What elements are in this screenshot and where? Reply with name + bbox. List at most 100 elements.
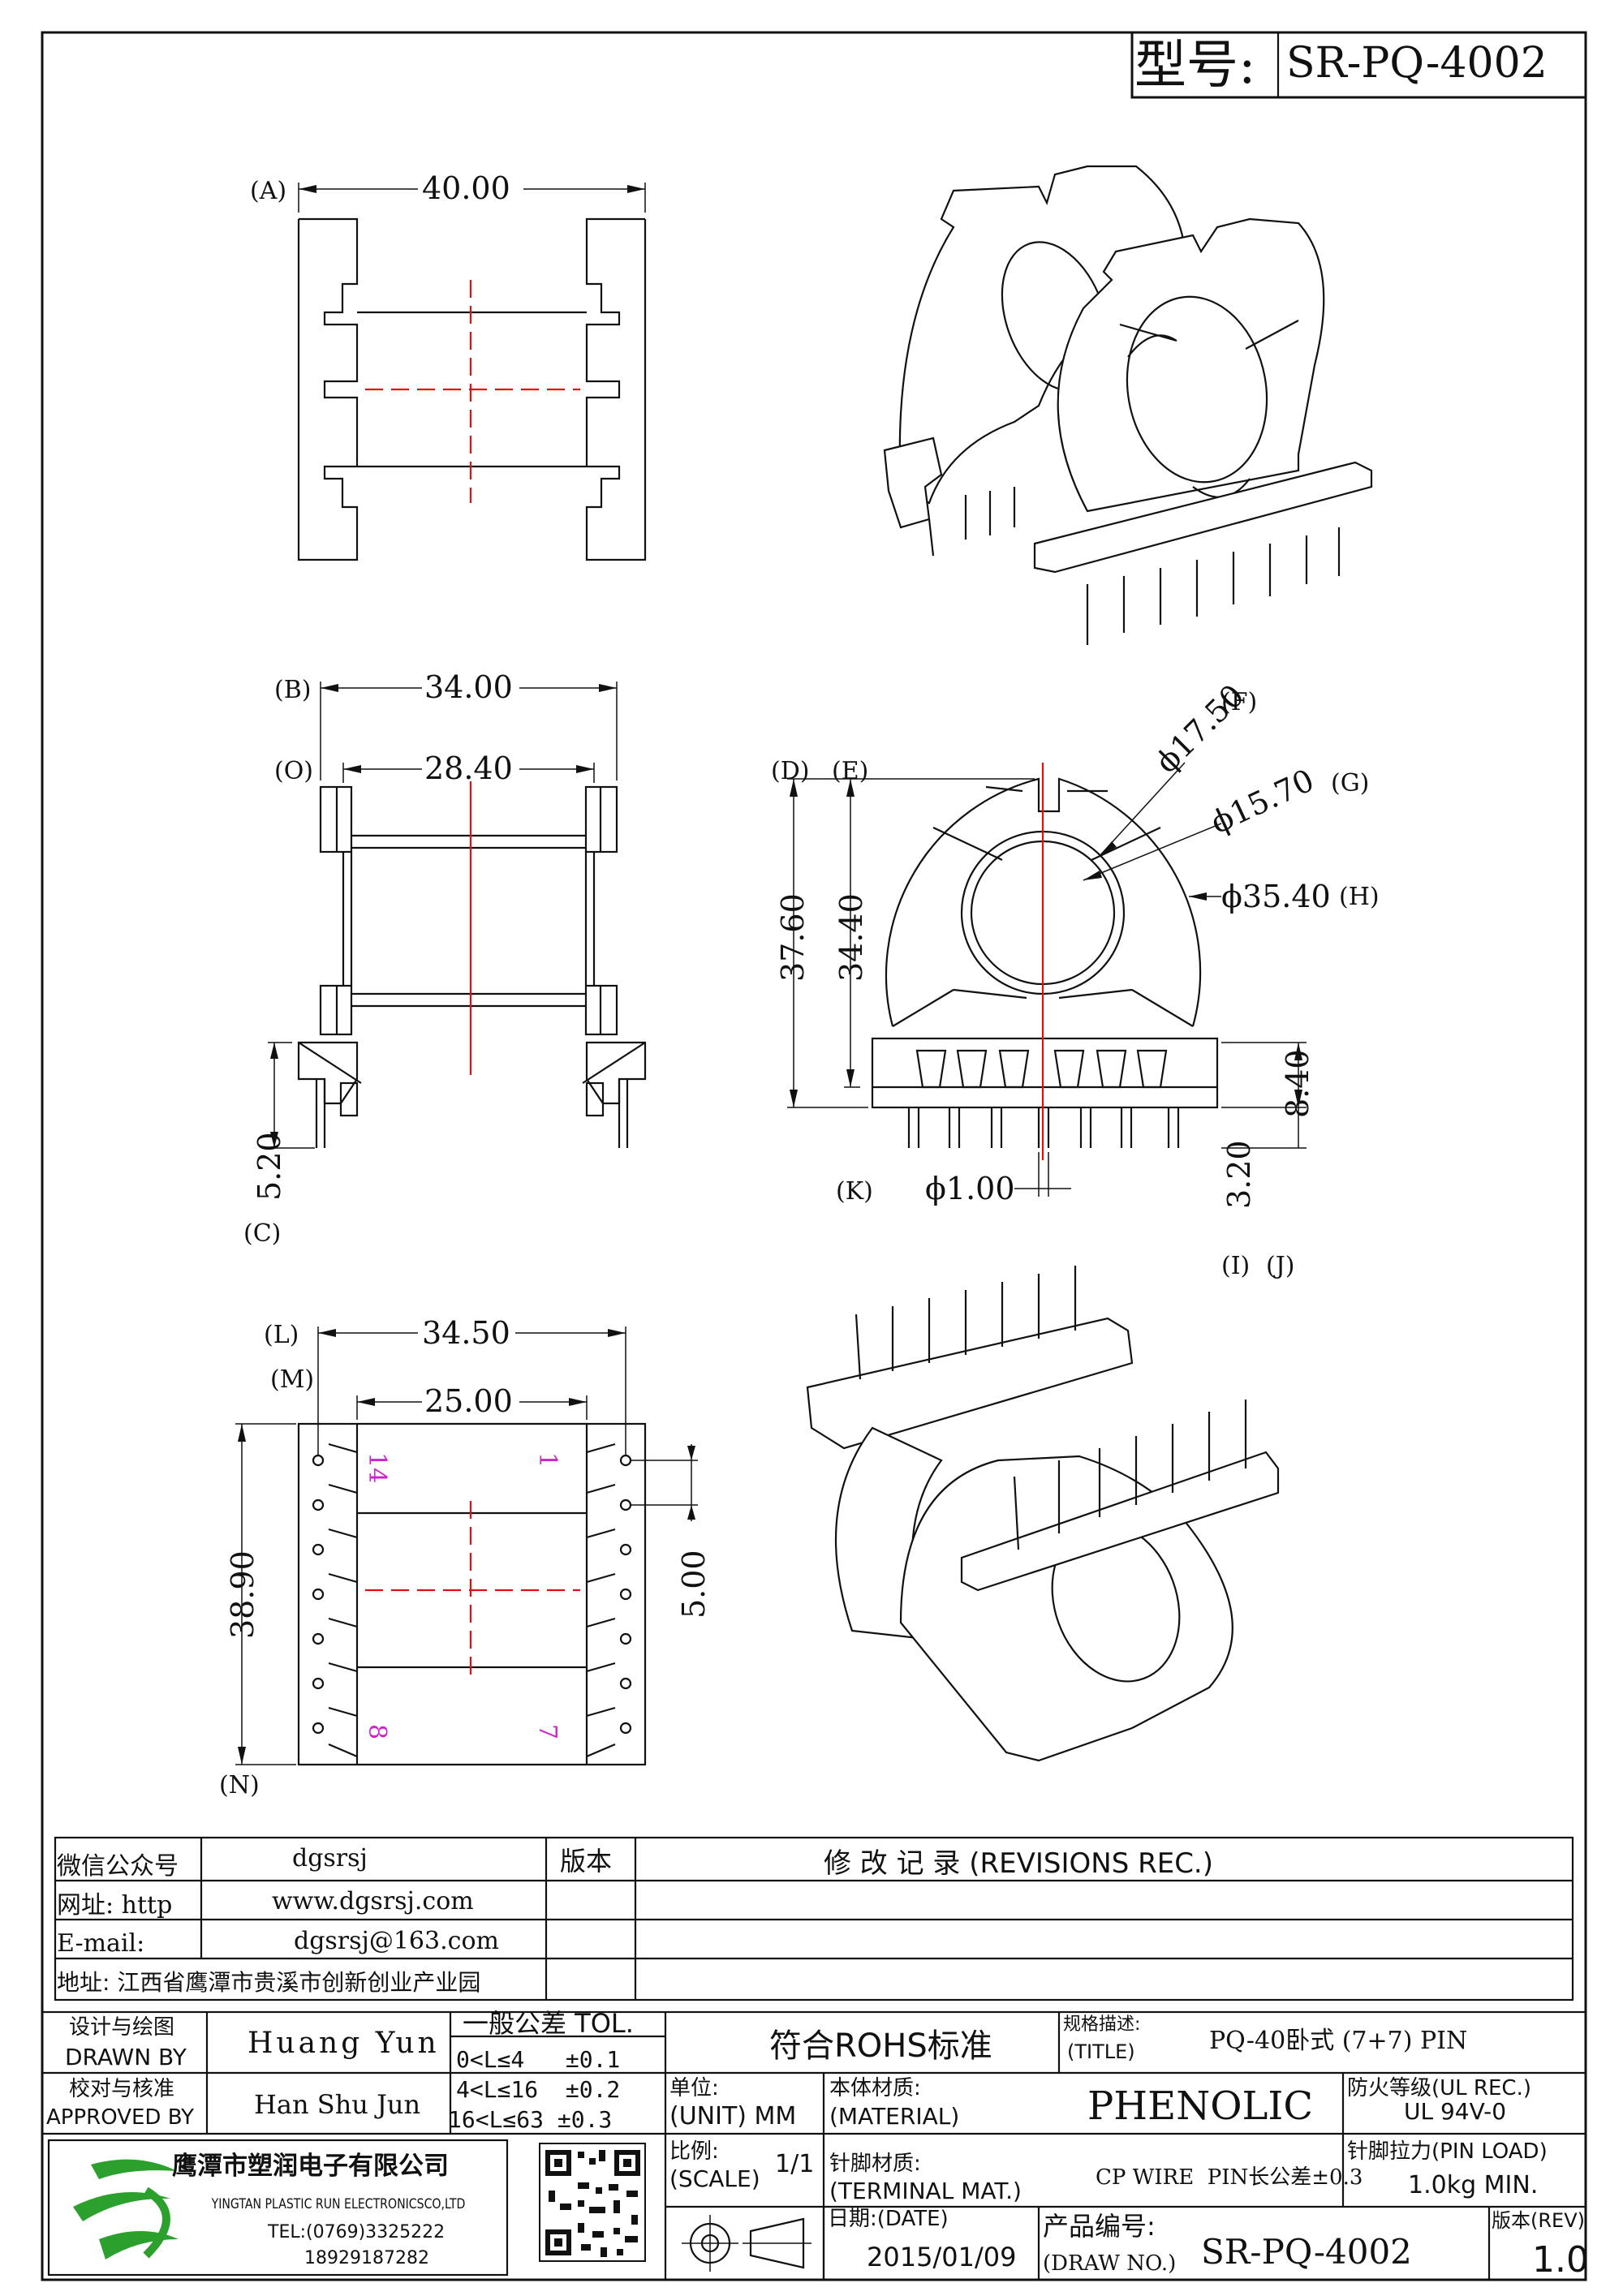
- terminal-en: (TERMINAL MAT.): [829, 2178, 1022, 2204]
- terminal-cn: 针脚材质:: [829, 2152, 921, 2176]
- dim-d-tag: (D): [771, 757, 809, 785]
- material-cn: 本体材质:: [829, 2076, 921, 2100]
- title-block: 设计与绘图 DRAWN BY Huang Yun 校对与核准 APPROVED …: [41, 2008, 1589, 2281]
- pin-load-cn: 针脚拉力(PIN LOAD): [1347, 2139, 1548, 2164]
- dim-h-tag: (H): [1339, 883, 1380, 911]
- tol-title: 一般公差 TOL.: [463, 2008, 634, 2039]
- designed-en: DRAWN BY: [65, 2044, 187, 2070]
- dim-b-value: 34.00: [424, 669, 513, 705]
- dim-m-value: 25.00: [424, 1383, 513, 1419]
- scale-en: (SCALE): [669, 2165, 760, 2192]
- model-header: 型号: SR-PQ-4002: [1130, 31, 1587, 99]
- dim-o-value: 28.40: [424, 750, 513, 786]
- iso-bottom-pins-right: [1013, 1400, 1247, 1550]
- drawno-value: SR-PQ-4002: [1201, 2232, 1412, 2272]
- iso-top-pins: [928, 487, 1341, 645]
- fire-value: UL 94V-0: [1404, 2098, 1506, 2125]
- revision-title: 修 改 记 录 (REVISIONS REC.): [824, 1847, 1213, 1880]
- top-view: 40.00 (A): [250, 169, 647, 561]
- drawno-en: (DRAW NO.): [1043, 2251, 1176, 2276]
- unit-cn: 单位:: [669, 2076, 719, 2100]
- dim-a-tag: (A): [250, 177, 286, 205]
- dim-m-tag: (M): [270, 1365, 314, 1394]
- designed-cn: 设计与绘图: [69, 2015, 174, 2040]
- tol-row-1: 0<L≤4 ±0.1: [456, 2046, 620, 2073]
- dim-c-tag: (C): [243, 1219, 281, 1248]
- dim-l-value: 34.50: [422, 1315, 510, 1351]
- material-value: PHENOLIC: [1087, 2083, 1313, 2129]
- web-value: www.dgsrsj.com: [272, 1887, 474, 1915]
- drawno-cn: 产品编号:: [1043, 2211, 1156, 2242]
- company-name-en: YINGTAN PLASTIC RUN ELECTRONICSCO,LTD: [211, 2196, 466, 2212]
- address: 地址: 江西省鹰潭市贵溪市创新创业产业园: [57, 1969, 480, 1996]
- dim-k-value: ϕ1.00: [925, 1171, 1015, 1206]
- pin-label-1: 1: [533, 1452, 562, 1468]
- approved-cn: 校对与核准: [69, 2077, 174, 2101]
- fire-cn: 防火等级(UL REC.): [1347, 2076, 1531, 2100]
- web-label: 网址: http: [57, 1891, 172, 1920]
- front-view: 34.00 (B) 28.40 (O) 5.20 (C): [243, 668, 647, 1248]
- model-label: 型号:: [1134, 36, 1256, 96]
- iso-bottom-pins-left: [855, 1266, 1077, 1380]
- unit-en: (UNIT) MM: [669, 2102, 796, 2130]
- designer-name: Huang Yun: [248, 2027, 440, 2060]
- dim-k-tag: (K): [836, 1177, 873, 1206]
- dim-j-value: 8.40: [1280, 1049, 1315, 1118]
- iso-view-top: [883, 165, 1373, 645]
- dim-c-value: 5.20: [252, 1132, 287, 1201]
- dim-i-value: 3.20: [1221, 1140, 1257, 1209]
- rev-value: 1.0: [1532, 2239, 1589, 2281]
- pin-label-7: 7: [533, 1724, 562, 1739]
- dim-f-tag: (F): [1221, 688, 1257, 716]
- dim-n-value: 38.90: [225, 1550, 260, 1639]
- dim-j-tag: (J): [1266, 1252, 1294, 1280]
- dim-l-tag: (L): [264, 1321, 299, 1349]
- company-logo: [73, 2159, 179, 2259]
- spec-en: (TITLE): [1067, 2040, 1135, 2063]
- company-mobile: 18929187282: [304, 2248, 429, 2268]
- date-cn: 日期:(DATE): [828, 2207, 949, 2231]
- pin-label-14: 14: [363, 1452, 391, 1483]
- dim-e-tag: (E): [832, 757, 868, 785]
- email-value: dgsrsj@163.com: [294, 1927, 499, 1955]
- tol-row-2: 4<L≤16 ±0.2: [456, 2076, 620, 2103]
- dim-a-value: 40.00: [422, 170, 510, 206]
- dim-b-tag: (B): [274, 676, 311, 704]
- dim-h-value: ϕ35.40: [1221, 879, 1331, 914]
- dim-i-tag: (I): [1221, 1252, 1250, 1280]
- projection-symbol-icon: [682, 2215, 812, 2272]
- dim-n-tag: (N): [219, 1771, 260, 1799]
- tol-row-3: 16<L≤63 ±0.3: [448, 2106, 612, 2133]
- email-label: E-mail:: [57, 1929, 144, 1958]
- iso-view-bottom: [806, 1266, 1280, 1762]
- dim-o-tag: (O): [274, 757, 313, 785]
- wechat-label: 微信公众号: [57, 1852, 179, 1881]
- contact-revision-block: 微信公众号 dgsrsj 网址: http www.dgsrsj.com E-m…: [54, 1836, 1574, 2001]
- dim-g-tag: (G): [1331, 769, 1369, 798]
- pin-slots: [915, 1049, 1168, 1089]
- qr-code-icon: [539, 2143, 646, 2262]
- rev-label: 版本(REV): [1492, 2209, 1585, 2232]
- company-tel: TEL:(0769)3325222: [267, 2222, 445, 2242]
- scale-value: 1/1: [775, 2150, 814, 2178]
- dim-e-value: 34.40: [833, 893, 869, 982]
- rohs-label: 符合ROHS标准: [769, 2027, 992, 2065]
- pin-load-value: 1.0kg MIN.: [1408, 2171, 1538, 2199]
- model-value: SR-PQ-4002: [1286, 39, 1548, 88]
- scale-cn: 比例:: [669, 2139, 719, 2164]
- material-en: (MATERIAL): [829, 2103, 959, 2130]
- side-pins: [907, 1107, 1180, 1148]
- dim-d-value: 37.60: [775, 893, 811, 982]
- bottom-view: 14 1 8 7 34.50 (L) 25.00 (M) 38.90 (N): [219, 1314, 712, 1799]
- dim-pitch-value: 5.00: [676, 1550, 712, 1619]
- spec-value: PQ-40卧式 (7+7) PIN: [1209, 2027, 1467, 2055]
- bottom-right-pins: [586, 1443, 632, 1758]
- date-value: 2015/01/09: [867, 2242, 1016, 2272]
- side-view: 37.60 (D) 34.40 (E) ϕ17.50 (F) ϕ15.70 (G…: [771, 677, 1380, 1280]
- bottom-left-pins: [312, 1443, 358, 1758]
- company-name-cn: 鹰潭市塑润电子有限公司: [172, 2152, 449, 2181]
- approver-name: Han Shu Jun: [254, 2089, 420, 2120]
- terminal-value: CP WIRE PIN长公差±0.3: [1096, 2165, 1363, 2190]
- wechat-value: dgsrsj: [292, 1844, 368, 1872]
